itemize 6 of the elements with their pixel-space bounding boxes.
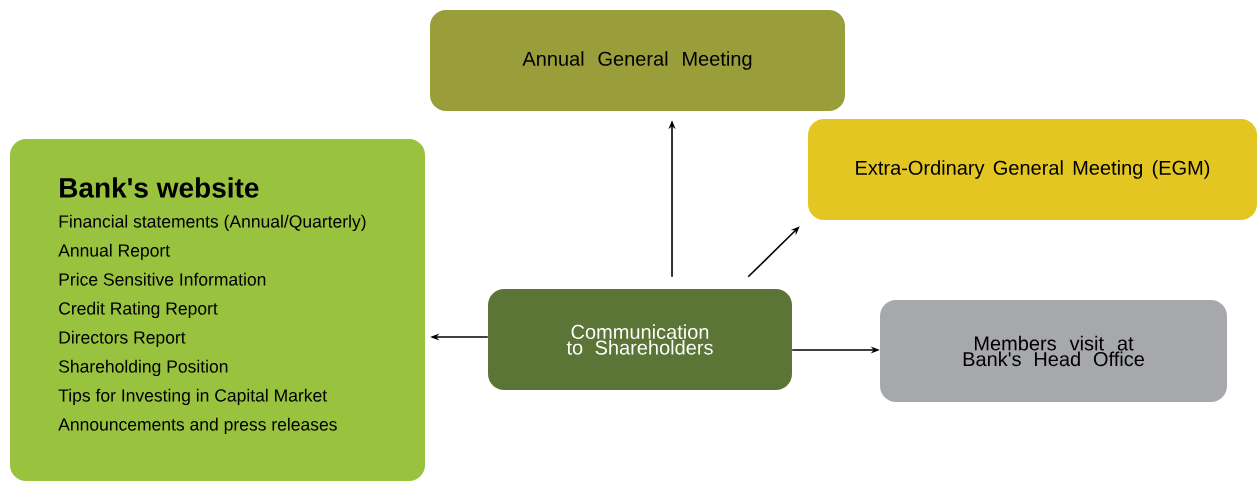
website-box: Bank's website Financial statements (Annual/Quarterly) Annual Report Price Sensitive Information Credit Rating Report Directors Report Shareholding Position Tips for Investing in Capital Market Announcements and press releases bbox=[10, 139, 425, 481]
meeting-box: Extra-Ordinary General Meeting (EGM) bbox=[808, 119, 1257, 220]
hub-box: Communication to Shareholders bbox=[488, 289, 792, 390]
meeting-box: Annual General Meeting bbox=[430, 10, 845, 111]
arrow bbox=[747, 226, 800, 278]
office-box: Members visit at Bank's Head Office bbox=[880, 300, 1227, 402]
